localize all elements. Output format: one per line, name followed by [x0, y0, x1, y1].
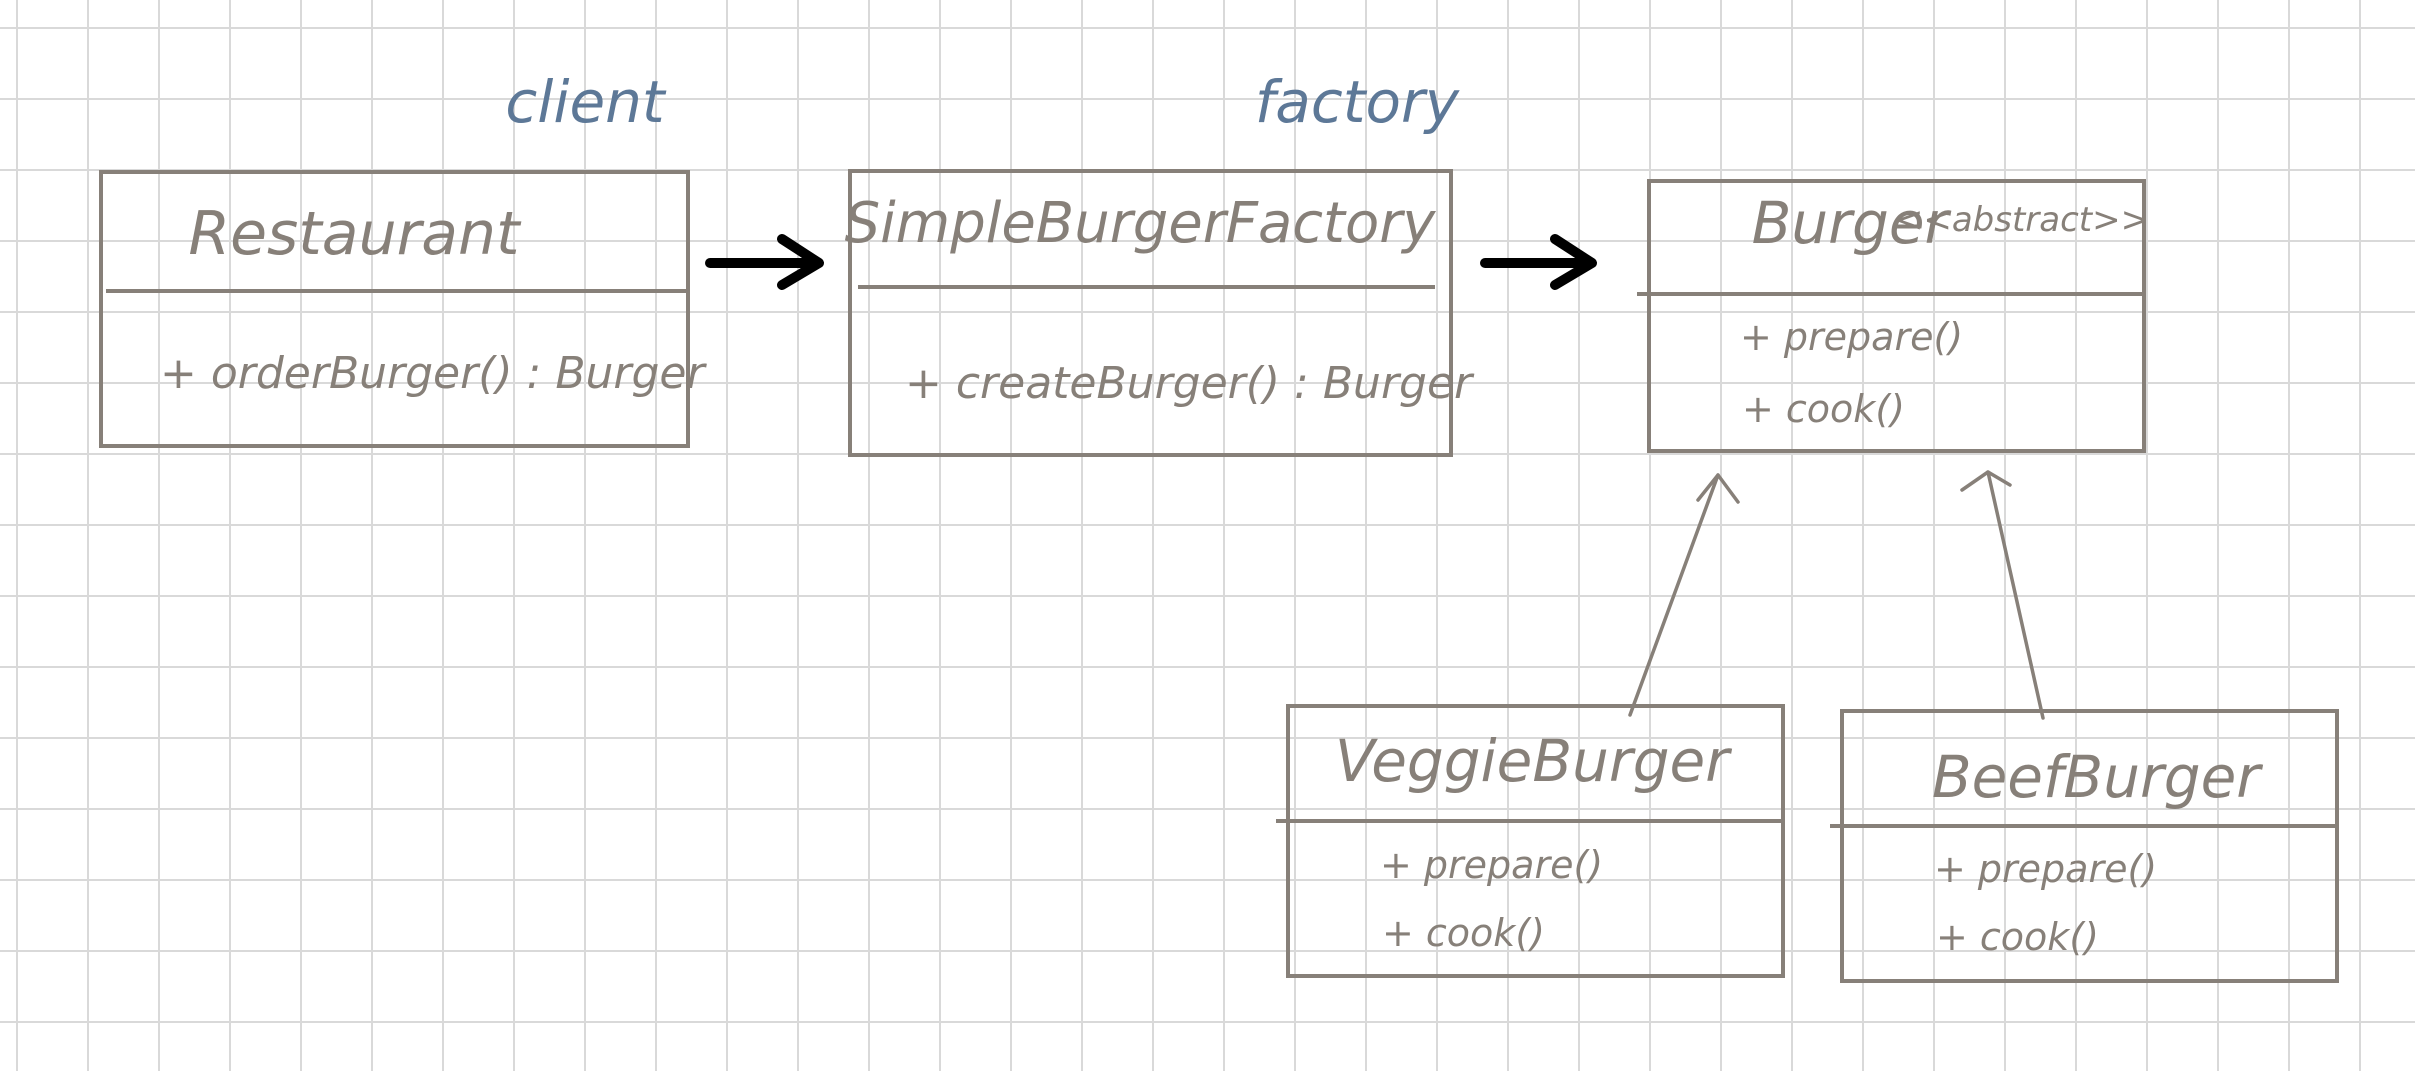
inheritance-arrow-beef — [1960, 470, 2045, 720]
class-box — [1647, 179, 2146, 453]
class-box — [1840, 709, 2339, 983]
class-simple-burger-factory[interactable]: SimpleBurgerFactory + createBurger() : B… — [845, 169, 1475, 457]
class-name: Burger — [1752, 189, 1952, 257]
class-name: BeefBurger — [1932, 743, 2263, 811]
class-restaurant[interactable]: Restaurant + orderBurger() : Burger — [99, 170, 707, 448]
client-label: client — [505, 68, 667, 136]
stereotype-label: <<abstract>> — [1895, 200, 2149, 240]
class-box — [99, 170, 690, 448]
class-beef-burger[interactable]: BeefBurger + prepare() + cook() — [1830, 709, 2339, 983]
factory-label: factory — [1255, 68, 1460, 136]
method-order-burger: + orderBurger() : Burger — [160, 348, 707, 399]
method-prepare: + prepare() — [1740, 315, 1963, 359]
method-cook: + cook() — [1382, 911, 1545, 955]
dependency-arrow-restaurant-factory — [705, 234, 824, 290]
method-cook: + cook() — [1936, 915, 2099, 959]
method-cook: + cook() — [1742, 387, 1905, 431]
dependency-arrow-factory-burger — [1480, 234, 1597, 290]
class-name: Restaurant — [188, 199, 522, 269]
method-prepare: + prepare() — [1934, 847, 2157, 891]
class-box — [1286, 704, 1785, 978]
class-name: VeggieBurger — [1335, 727, 1732, 795]
method-create-burger: + createBurger() : Burger — [905, 358, 1475, 409]
inheritance-arrow-veggie — [1628, 473, 1740, 717]
class-veggie-burger[interactable]: VeggieBurger + prepare() + cook() — [1276, 704, 1785, 978]
class-name: SimpleBurgerFactory — [845, 191, 1437, 256]
class-burger[interactable]: Burger <<abstract>> + prepare() + cook() — [1637, 179, 2149, 453]
class-box — [848, 169, 1453, 457]
method-prepare: + prepare() — [1380, 843, 1603, 887]
